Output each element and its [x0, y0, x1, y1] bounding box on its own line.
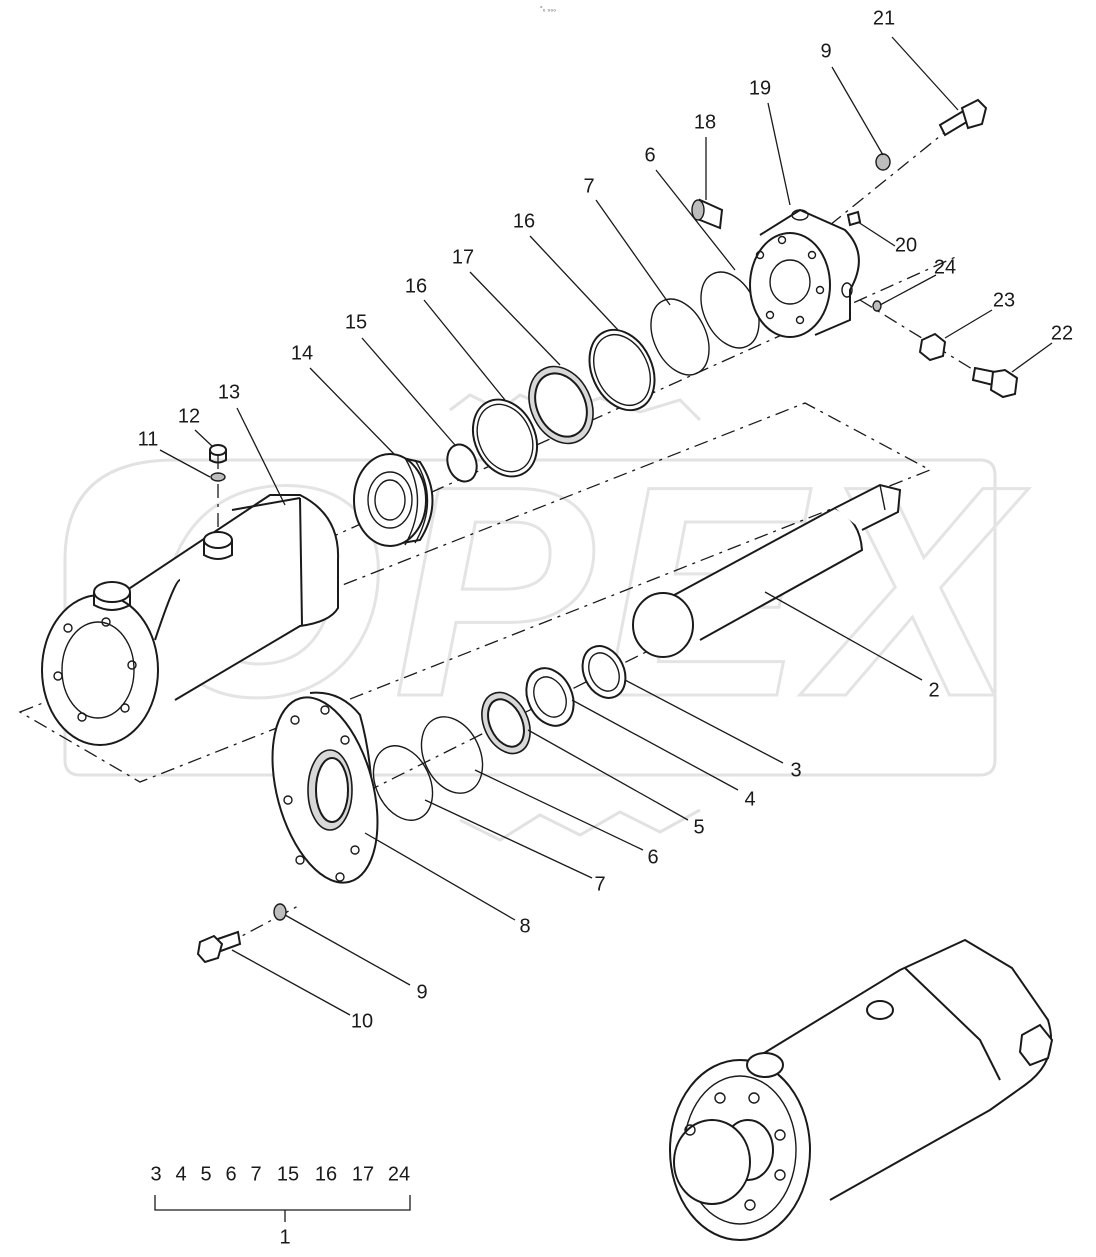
kit-item: 6: [225, 1163, 236, 1185]
callout-6: 6: [647, 846, 658, 868]
grub-screw-20: [846, 210, 862, 227]
nut-23: [918, 332, 947, 362]
callout-4: 4: [744, 788, 755, 810]
bolt-22: [971, 366, 1019, 399]
callout-18: 18: [694, 111, 716, 133]
callout-20: 20: [895, 234, 917, 256]
seal-4: [525, 667, 575, 727]
callout-7: 7: [594, 873, 605, 895]
cylinder-barrel: [41, 494, 340, 746]
callout-2: 2: [928, 679, 939, 701]
callouts: 21 9 19 18 6 7 16 17 16 15 14 13 12 11 2…: [138, 7, 1074, 1032]
callout-21: 21: [873, 7, 895, 29]
callout-16: 16: [513, 210, 535, 232]
callout-22: 22: [1051, 322, 1073, 344]
kit-item: 4: [175, 1163, 186, 1185]
bleed-valve-18: [691, 198, 724, 230]
kit-item: 17: [352, 1163, 374, 1185]
wiper-3: [581, 645, 627, 699]
o-ring-6b: [420, 716, 484, 794]
washer-9b: [273, 903, 287, 921]
callout-14: 14: [291, 342, 313, 364]
kit-item: 5: [200, 1163, 211, 1185]
callout-13: 13: [218, 381, 240, 403]
front-flange: [271, 691, 379, 884]
axis-line-bolts-right: [859, 299, 991, 381]
rear-head: [749, 208, 860, 338]
kit-item: 15: [277, 1163, 299, 1185]
kit-bracket: [154, 1195, 411, 1222]
header-mark: °₀ ₀₀₀: [540, 5, 556, 13]
callout-24: 24: [934, 256, 956, 278]
assembled-cylinder: [669, 938, 1054, 1241]
o-ring-7a: [650, 298, 710, 376]
bolt-10: [196, 930, 242, 964]
callout-19: 19: [749, 77, 771, 99]
kit-item: 24: [388, 1163, 410, 1185]
callout-17: 17: [452, 246, 474, 268]
callout-15: 15: [345, 311, 367, 333]
grease-fitting: [209, 444, 227, 464]
seal-24: [872, 300, 882, 312]
o-ring-7b: [372, 745, 434, 821]
callout-7: 7: [583, 175, 594, 197]
kit-label: 1: [279, 1226, 290, 1248]
callout-9: 9: [416, 981, 427, 1003]
seal-5: [481, 691, 531, 755]
piston: [353, 453, 434, 547]
kit-item: 16: [315, 1163, 337, 1185]
washer-9a: [875, 153, 891, 171]
callout-8: 8: [519, 915, 530, 937]
callout-10: 10: [351, 1010, 373, 1032]
seal-17: [528, 365, 594, 445]
callout-5: 5: [693, 816, 704, 838]
axis-line-bolts-bottom: [224, 904, 301, 946]
bolt-21: [938, 98, 988, 137]
callout-23: 23: [993, 289, 1015, 311]
axis-line-bolts-top: [829, 119, 961, 226]
kit-legend: 3 4 5 6 7 15 16 17 24 1: [150, 1163, 411, 1248]
guide-ring-16a: [471, 398, 539, 478]
ring-15: [446, 443, 478, 483]
seal-ring-11: [210, 472, 226, 482]
callout-12: 12: [178, 405, 200, 427]
callout-9: 9: [820, 40, 831, 62]
callout-16: 16: [405, 275, 427, 297]
guide-ring-16b: [588, 328, 656, 412]
leader-lines: [159, 36, 1053, 1016]
callout-3: 3: [790, 759, 801, 781]
kit-item: 3: [150, 1163, 161, 1185]
callout-11: 11: [138, 428, 159, 450]
callout-6: 6: [644, 144, 655, 166]
kit-item: 7: [250, 1163, 261, 1185]
assembly-outline: [18, 402, 932, 783]
piston-rod: [632, 483, 902, 658]
